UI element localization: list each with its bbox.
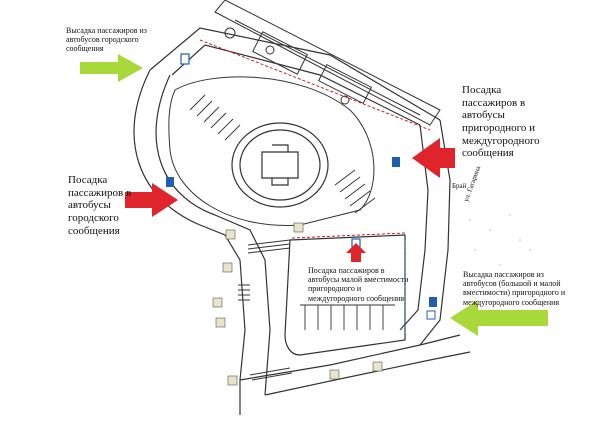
green-arrow-icon xyxy=(450,300,548,336)
label-street-short: Брай xyxy=(452,182,467,190)
road-sign-icon xyxy=(215,317,226,328)
bus-stop-sign-icon xyxy=(166,177,174,187)
road-sign-icon xyxy=(372,361,383,372)
bus-stop-sign-icon xyxy=(392,157,400,167)
bus-stop-sign-icon xyxy=(426,310,436,320)
label-small-bus-boarding: Посадка пассажиров в автобусы малой вмес… xyxy=(308,266,409,303)
red-arrow-icon xyxy=(412,138,455,178)
outer-ring-road xyxy=(168,76,375,226)
road-sign-icon xyxy=(293,222,304,233)
green-area-dots xyxy=(469,214,546,286)
green-arrow-icon xyxy=(80,54,143,82)
road-bottom xyxy=(239,334,461,381)
road-sign-icon xyxy=(222,262,233,273)
label-suburban-boarding: Посадка пассажиров в автобусы пригородно… xyxy=(462,84,540,160)
road-bottom-inner xyxy=(264,351,471,396)
label-city-dropoff: Высадка пассажиров из автобусов городско… xyxy=(66,26,147,54)
road-right-inner xyxy=(399,124,429,331)
label-intercity-dropoff: Высадка пассажиров из автобусов (большой… xyxy=(463,270,566,307)
parking-stalls-upper xyxy=(189,94,241,141)
road-top-inner xyxy=(171,44,421,126)
bus-stop-sign-icon xyxy=(429,297,437,307)
parking-stalls-lower xyxy=(300,304,395,330)
road-sign-icon xyxy=(329,369,340,380)
road-left-outer xyxy=(133,69,246,415)
parking-stalls-right xyxy=(334,169,376,214)
road-sign-icon xyxy=(227,375,238,386)
road-signs xyxy=(212,222,383,386)
road-top-edge xyxy=(149,27,441,121)
red-arrow-icon xyxy=(346,243,366,262)
road-left-inner xyxy=(155,74,271,396)
road-sign-icon xyxy=(225,229,236,240)
lower-platform-outline xyxy=(284,234,406,356)
road-sign-icon xyxy=(212,297,223,308)
crosswalks xyxy=(238,239,293,381)
terminal-building xyxy=(214,0,441,126)
red-arrow-icon xyxy=(125,183,178,217)
red-arrows xyxy=(125,138,455,262)
boundary-dashes xyxy=(199,39,431,335)
label-city-boarding: Посадка пассажиров в автобусы городского… xyxy=(68,174,132,237)
bus-stop-sign-icon xyxy=(180,53,190,65)
green-arrows xyxy=(80,54,548,336)
central-roundabout xyxy=(231,122,329,208)
